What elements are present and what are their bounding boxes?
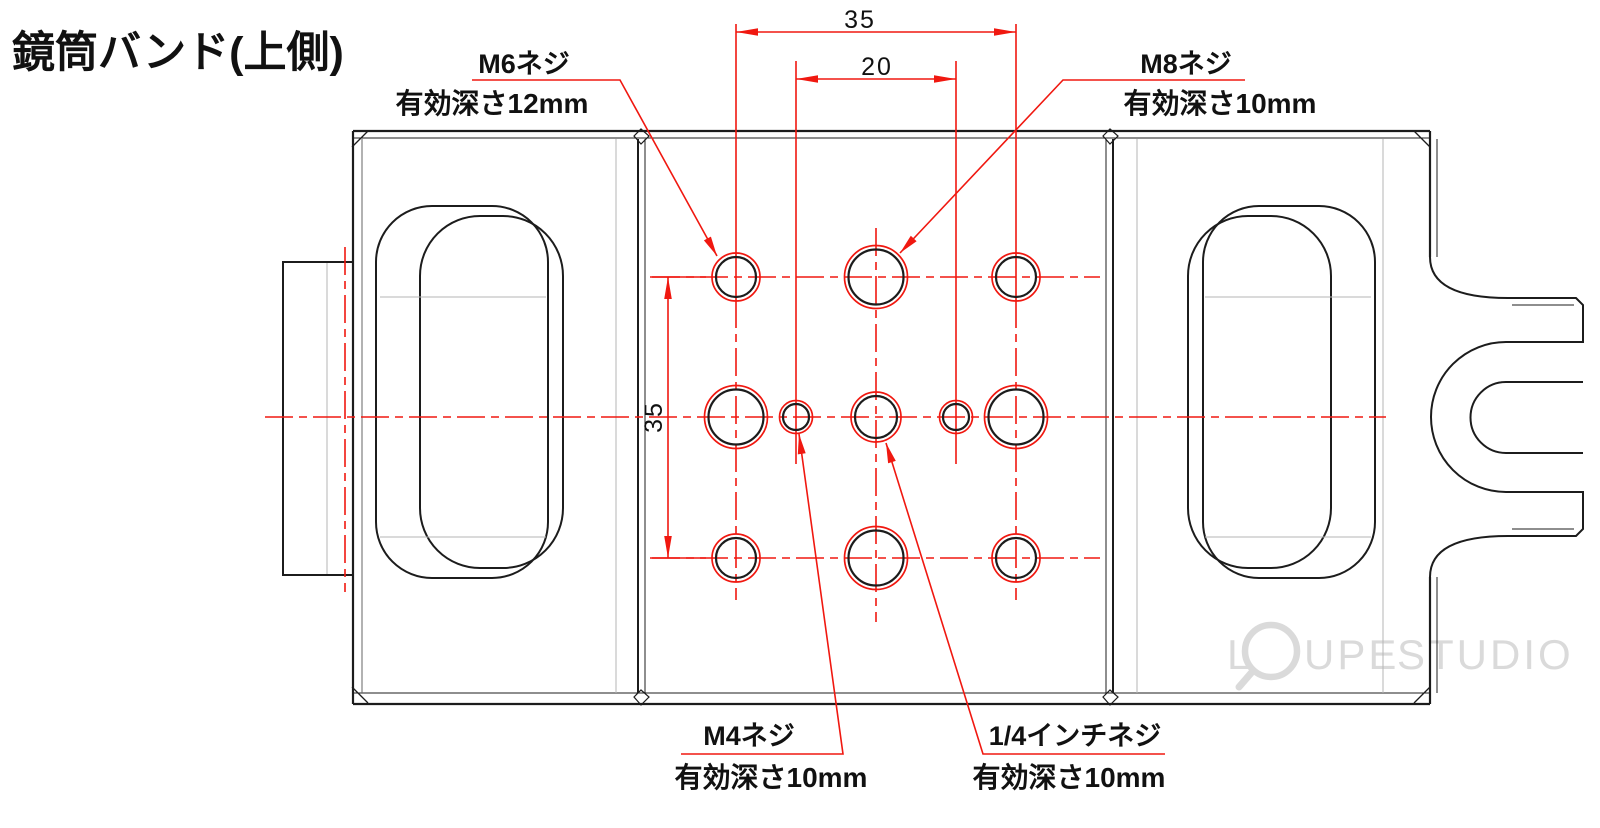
thread-m4-right (938, 399, 974, 435)
quarter-inch-label: 1/4インチネジ (989, 721, 1162, 751)
left-handle-inner-edges (380, 296, 546, 538)
right-handle-cutout-back (1202, 205, 1376, 579)
m4-depth-label: 有効深さ10mm (675, 761, 868, 793)
m8-leader-arrow (900, 235, 917, 253)
thread-m8-mid-right (983, 384, 1049, 450)
dim35v-arrow-bottom (664, 536, 672, 558)
fork-inner-slot (1469, 381, 1583, 454)
loupe-icon (1241, 621, 1301, 681)
m4-label: M4ネジ (703, 721, 795, 751)
boundary-chamfer-diamonds (633, 128, 1119, 706)
thread-m4-left (778, 399, 814, 435)
hole-m4-right (941, 402, 971, 432)
thread-m8-mid-left (703, 384, 769, 450)
m8-leader-line (899, 79, 1245, 254)
m8-tap-holes (707, 248, 1045, 587)
m6-tap-holes (714, 255, 1038, 580)
surface-edges (326, 139, 1384, 693)
red-annotation-lines (265, 24, 1386, 755)
hole-pattern (703, 244, 1049, 591)
m4-leader-line (681, 433, 844, 755)
fork-prong-inner-edges (1512, 304, 1574, 530)
dim-20-value: 20 (861, 53, 893, 81)
thread-quarter-inch (850, 391, 902, 443)
band-body-outline (282, 128, 1584, 706)
hole-m8-bottom-center (847, 529, 905, 587)
m8-depth-label: 有効深さ10mm (1124, 87, 1317, 119)
dim35v-extension-lines (650, 276, 706, 559)
thread-crest-circles (703, 244, 1049, 591)
m6-depth-label: 有効深さ12mm (396, 87, 589, 119)
m4-leader-arrow (797, 434, 806, 455)
dim20-extension-lines (795, 61, 957, 464)
watermark-studio: STUDIO (1397, 631, 1574, 678)
page-title: 鏡筒バンド(上側) (12, 29, 344, 77)
quarter-inch-depth-label: 有効深さ10mm (973, 761, 1166, 793)
m8-label: M8ネジ (1140, 49, 1232, 79)
loupe-handle-icon (1235, 668, 1256, 691)
dim35-extension-lines (735, 24, 1017, 300)
quarter-leader-line (885, 442, 1165, 755)
thread-m6-top-left (711, 252, 761, 302)
thread-m8-bottom-center (843, 525, 909, 591)
outer-column-centerlines (735, 300, 1017, 600)
corner-chamfers (351, 130, 1431, 704)
left-tab (282, 261, 353, 576)
fork-outer-arc (1430, 341, 1507, 493)
hole-m6-top-right (994, 255, 1038, 299)
thread-m8-top-center (843, 244, 909, 310)
right-handle-inner-edges (1205, 296, 1371, 538)
hole-m6-top-left (714, 255, 758, 299)
watermark-upe: UPE (1304, 631, 1399, 678)
dim-35-left-value: 35 (640, 401, 668, 433)
dim35-arrow-right (994, 28, 1016, 36)
m6-leader-line (472, 79, 718, 257)
left-handle-cutout-back (375, 205, 549, 579)
thread-m6-bottom-left (711, 533, 761, 583)
hole-quarter-inch-center (853, 394, 899, 440)
m6-label: M6ネジ (478, 49, 570, 79)
fork-lower-prong (1429, 491, 1584, 578)
dim20-arrow-left (796, 75, 818, 83)
fork-upper-prong (1429, 256, 1584, 343)
drawing-text: 鏡筒バンド(上側) 35 20 35 M6ネジ 有効深さ12mm M8ネジ 有効… (12, 6, 1316, 793)
red-arrowheads (664, 28, 1016, 558)
thread-m6-bottom-right (991, 533, 1041, 583)
dim20-arrow-right (934, 75, 956, 83)
hole-m6-bottom-right (994, 536, 1038, 580)
dim-35-top-value: 35 (844, 6, 876, 34)
thread-m6-top-right (991, 252, 1041, 302)
hole-m6-bottom-left (714, 536, 758, 580)
left-handle-cutout-front (419, 215, 564, 569)
hole-m4-left (781, 402, 811, 432)
m6-leader-arrow (703, 236, 717, 256)
hole-m8-mid-left (707, 388, 765, 446)
watermark: L UPE STUDIO (1227, 621, 1574, 691)
dim35-arrow-left (736, 28, 758, 36)
right-handle-cutout-front (1187, 215, 1332, 569)
dim35v-arrow-top (664, 277, 672, 299)
quarter-leader-arrow (886, 443, 896, 464)
hole-m8-mid-right (987, 388, 1045, 446)
hole-m8-top-center (847, 248, 905, 306)
